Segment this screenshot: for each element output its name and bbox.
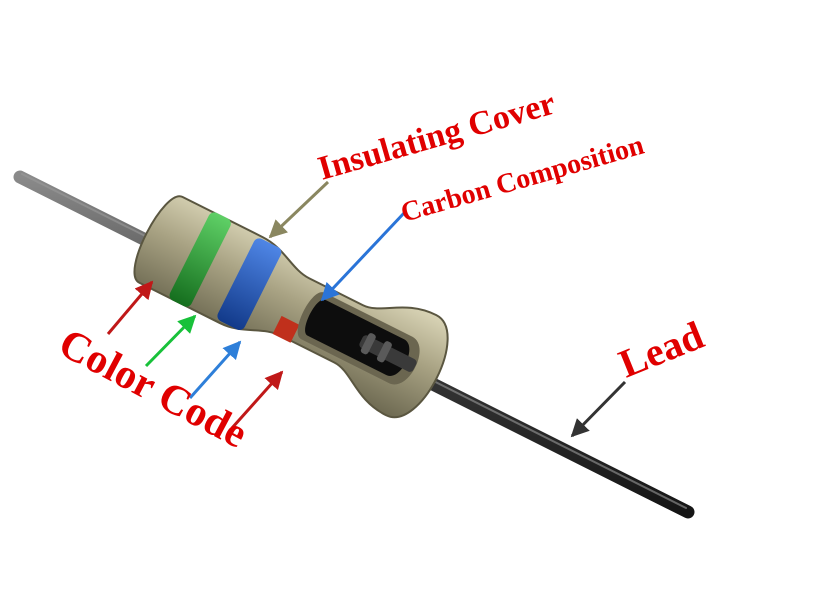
lead-label: Lead	[613, 312, 710, 386]
resistor-body	[133, 195, 449, 419]
color-code-arrow-blue	[188, 340, 242, 399]
lead-collar-2	[376, 341, 392, 363]
lead-arrow	[570, 380, 627, 438]
color-code-arrow-red-1	[106, 280, 154, 335]
color-code-arrow-red-2	[230, 370, 284, 429]
color-code-arrow-green	[144, 314, 197, 368]
carbon-composition-arrow	[320, 210, 407, 302]
band-green	[169, 212, 231, 307]
band-red	[272, 315, 300, 343]
annotation-arrows	[106, 180, 627, 438]
band-blue	[217, 238, 282, 330]
color-code-label: Color Code	[51, 320, 254, 457]
insulating-cover-arrow	[268, 180, 330, 239]
lead-collar-1	[360, 333, 376, 355]
